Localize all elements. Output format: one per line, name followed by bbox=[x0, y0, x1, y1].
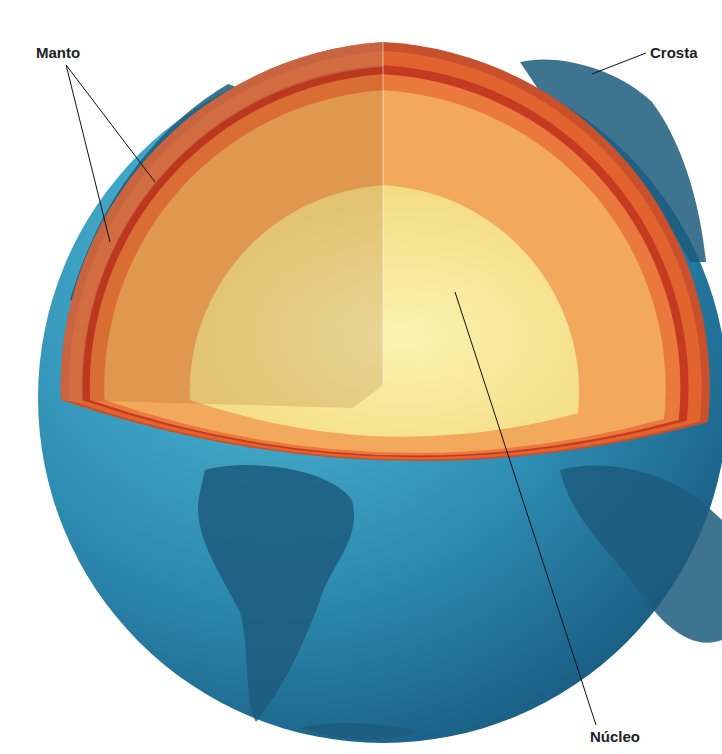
part-label: Crosta bbox=[650, 44, 698, 62]
continent bbox=[198, 465, 354, 722]
leader-line bbox=[66, 65, 155, 182]
cut-edge bbox=[382, 42, 384, 385]
leader-line bbox=[592, 53, 646, 74]
continent bbox=[300, 723, 420, 739]
part-label: Núcleo bbox=[590, 728, 640, 746]
part-label: Manto bbox=[36, 44, 80, 62]
continent bbox=[560, 465, 722, 642]
cutaway-layers bbox=[61, 42, 710, 461]
crust-layer bbox=[61, 42, 710, 461]
leader-lines bbox=[66, 53, 646, 725]
face-shading bbox=[61, 42, 383, 408]
leader-line bbox=[455, 292, 596, 725]
leader-line bbox=[66, 65, 110, 242]
mantle-rim bbox=[61, 42, 383, 403]
